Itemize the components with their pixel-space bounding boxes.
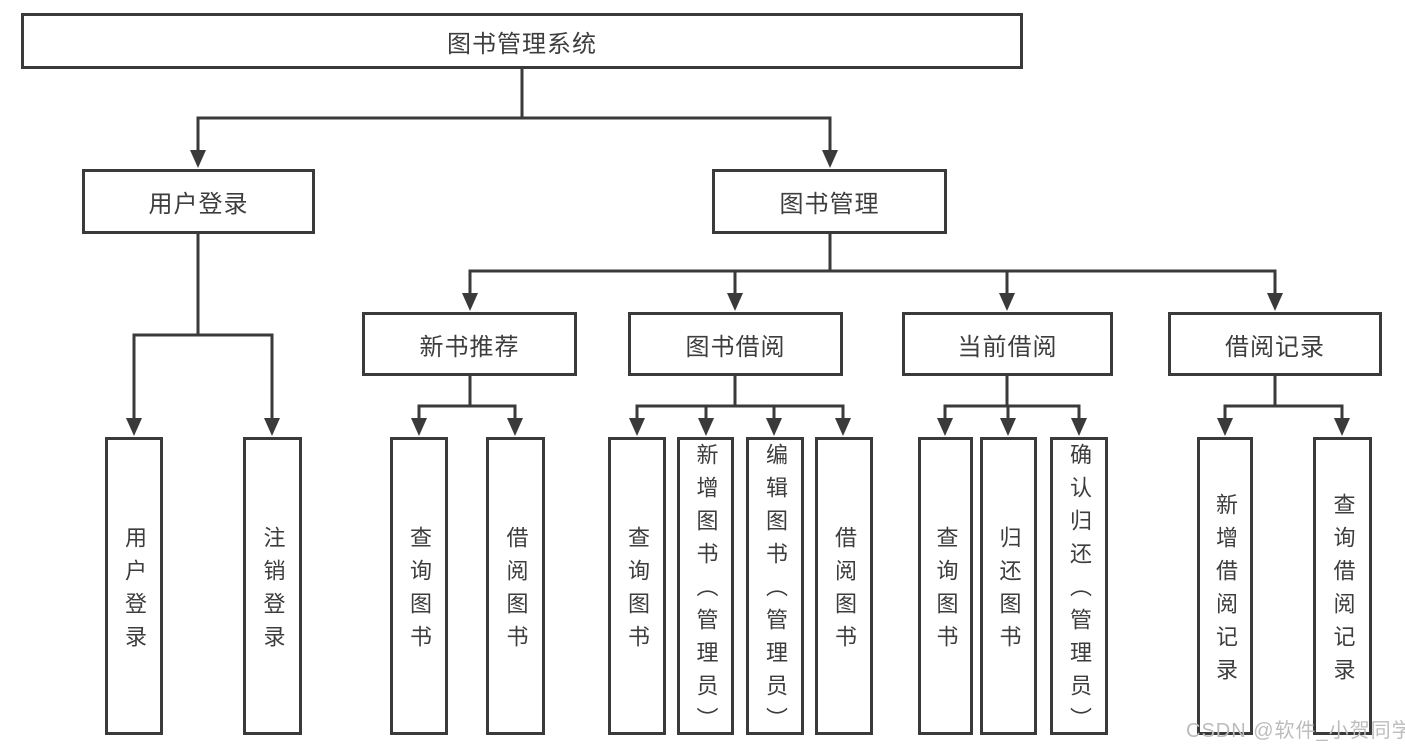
leaf-query-books-b: 查询图书 xyxy=(608,437,666,735)
leaf-query-books-a-label: 查询图书 xyxy=(407,525,432,658)
leaf-add-books-admin: 新增图书（管理员） xyxy=(677,437,734,740)
node-book-management-label: 图书管理 xyxy=(779,191,880,218)
leaf-confirm-return-admin: 确认归还（管理员） xyxy=(1050,437,1108,740)
node-new-book-recommend: 新书推荐 xyxy=(362,312,577,376)
leaf-edit-books-admin: 编辑图书（管理员） xyxy=(746,437,804,740)
leaf-query-books-c-label: 查询图书 xyxy=(933,525,959,658)
arrow-down-icons xyxy=(126,150,1350,436)
node-borrow-records: 借阅记录 xyxy=(1168,312,1382,376)
leaf-query-books-a: 查询图书 xyxy=(390,437,448,735)
leaf-add-borrow-record: 新增借阅记录 xyxy=(1197,437,1253,735)
leaf-borrow-books-a-label: 借阅图书 xyxy=(503,525,529,658)
node-user-login: 用户登录 xyxy=(82,169,315,234)
node-current-borrow: 当前借阅 xyxy=(902,312,1113,376)
leaf-confirm-return-admin-label: 确认归还（管理员） xyxy=(1067,443,1092,740)
leaf-query-books-c: 查询图书 xyxy=(918,437,973,735)
leaf-query-borrow-record: 查询借阅记录 xyxy=(1313,437,1372,735)
leaf-return-books-label: 归还图书 xyxy=(996,525,1022,658)
leaf-user-login-label: 用户登录 xyxy=(122,525,147,658)
leaf-logout-label: 注销登录 xyxy=(260,525,286,658)
leaf-borrow-books-b-label: 借阅图书 xyxy=(832,525,857,658)
node-book-borrow: 图书借阅 xyxy=(628,312,843,376)
leaf-edit-books-admin-label: 编辑图书（管理员） xyxy=(763,443,788,740)
leaf-query-books-b-label: 查询图书 xyxy=(625,525,650,658)
node-current-borrow-label: 当前借阅 xyxy=(957,333,1058,361)
node-book-management: 图书管理 xyxy=(712,169,947,234)
leaf-add-books-admin-label: 新增图书（管理员） xyxy=(693,443,719,740)
node-book-borrow-label: 图书借阅 xyxy=(685,333,786,361)
node-user-login-label: 用户登录 xyxy=(148,191,249,218)
node-root: 图书管理系统 xyxy=(21,13,1023,69)
leaf-user-login: 用户登录 xyxy=(105,437,163,735)
leaf-borrow-books-b: 借阅图书 xyxy=(815,437,873,735)
leaf-borrow-books-a: 借阅图书 xyxy=(486,437,545,735)
csdn-watermark: CSDN @软件_小贺同学 xyxy=(1186,720,1405,742)
node-new-book-recommend-label: 新书推荐 xyxy=(419,333,520,361)
node-borrow-records-label: 借阅记录 xyxy=(1225,333,1325,361)
leaf-add-borrow-record-label: 新增借阅记录 xyxy=(1213,492,1238,691)
leaf-return-books: 归还图书 xyxy=(980,437,1037,735)
leaf-query-borrow-record-label: 查询借阅记录 xyxy=(1330,492,1356,691)
leaf-logout: 注销登录 xyxy=(243,437,302,735)
node-root-label: 图书管理系统 xyxy=(447,30,597,58)
